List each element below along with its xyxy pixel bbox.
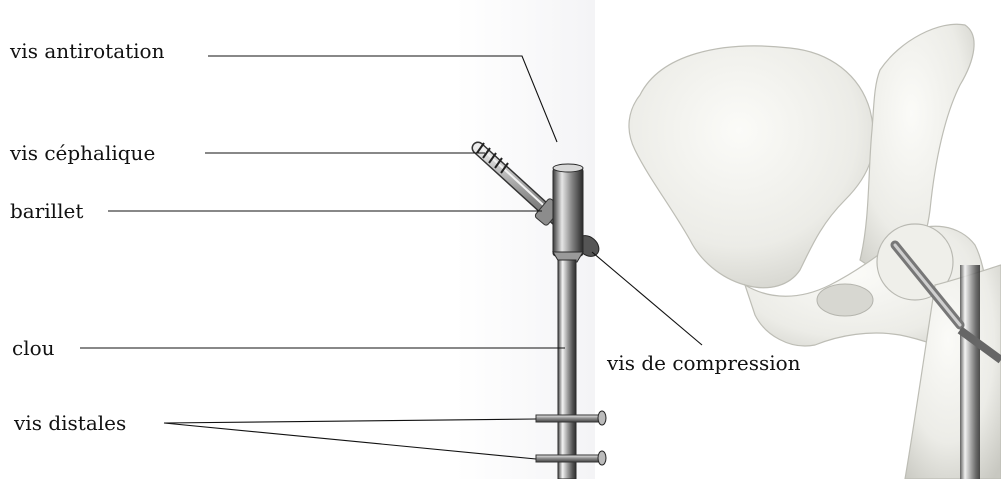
label-vis-antirotation: vis antirotation [9,39,165,63]
leader-lines [80,56,702,459]
label-vis-de-compression: vis de compression [606,351,801,375]
pelvis-icon [629,24,1001,479]
leader-vis-de-compression [592,252,702,345]
label-vis-cephalique: vis céphalique [9,141,155,165]
label-vis-distales: vis distales [13,411,126,435]
label-barillet: barillet [10,199,83,223]
label-clou: clou [12,336,55,360]
